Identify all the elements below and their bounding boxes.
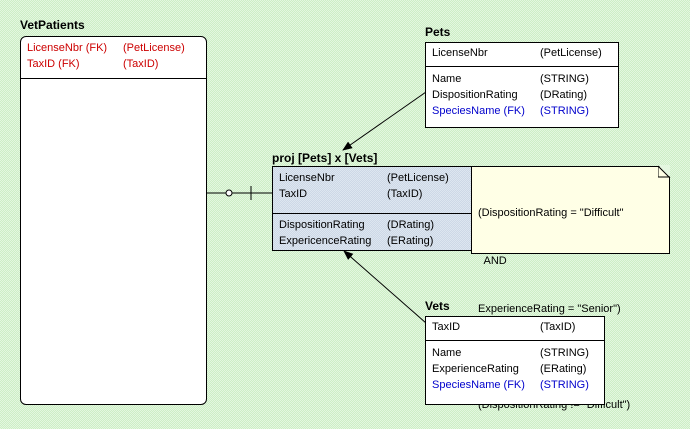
attribute-name: Name	[432, 347, 462, 359]
attribute-type: (PetLicense)	[387, 172, 449, 184]
attribute-name: ExpericenceRating	[279, 235, 372, 247]
attribute-row: LicenseNbr (FK) (PetLicense)	[27, 40, 200, 56]
attribute-row: SpeciesName (FK) (STRING)	[432, 377, 598, 393]
attribute-name: Name	[432, 73, 462, 85]
attribute-type: (TaxID)	[387, 188, 423, 200]
key-section: TaxID (TaxID)	[426, 317, 604, 341]
note-line: AND	[478, 255, 507, 267]
attribute-name: ExperienceRating	[432, 363, 519, 375]
key-section: LicenseNbr (PetLicense) TaxID (TaxID)	[273, 167, 471, 214]
attribute-type: (STRING)	[540, 73, 589, 85]
entity-vets[interactable]: TaxID (TaxID) Name (STRING) ExperienceRa…	[425, 316, 605, 405]
attribute-name: DispositionRating	[432, 89, 518, 101]
attribute-type: (TaxID)	[123, 58, 159, 70]
attribute-row: DispositionRating (DRating)	[432, 87, 612, 103]
note-line: ExperienceRating = "Senior")	[478, 303, 621, 315]
pets-to-proj-arrow	[342, 91, 427, 151]
attribute-name: LicenseNbr	[279, 172, 335, 184]
attribute-row: ExperienceRating (ERating)	[432, 361, 598, 377]
attribute-row: Name (STRING)	[432, 345, 598, 361]
attribute-type: (DRating)	[387, 219, 435, 231]
attribute-row: Name (STRING)	[432, 71, 612, 87]
entity-vetpatients[interactable]: LicenseNbr (FK) (PetLicense) TaxID (FK) …	[20, 36, 207, 405]
attribute-row: TaxID (FK) (TaxID)	[27, 56, 200, 72]
attribute-type: (ERating)	[387, 235, 434, 247]
entity-proj-view[interactable]: LicenseNbr (PetLicense) TaxID (TaxID) Di…	[272, 166, 472, 251]
attribute-section: Name (STRING) DispositionRating (DRating…	[426, 67, 618, 121]
constraint-note[interactable]: (DispositionRating = "Difficult" AND Exp…	[471, 166, 670, 411]
attribute-name: SpeciesName (FK)	[432, 105, 525, 117]
attribute-type: (DRating)	[540, 89, 588, 101]
attribute-row: TaxID (TaxID)	[279, 186, 465, 202]
attribute-type: (STRING)	[540, 347, 589, 359]
attribute-row: DispositionRating (DRating)	[279, 217, 465, 233]
attribute-name: TaxID	[432, 321, 461, 333]
attribute-name: TaxID (FK)	[27, 58, 80, 70]
optional-circle-icon	[225, 189, 233, 197]
attribute-type: (STRING)	[540, 379, 589, 391]
attribute-row: LicenseNbr (PetLicense)	[432, 45, 612, 61]
attribute-type: (STRING)	[540, 105, 589, 117]
attribute-name: LicenseNbr	[432, 47, 488, 59]
entity-title-vetpatients: VetPatients	[20, 18, 85, 32]
vets-to-proj-arrow	[343, 250, 427, 324]
attribute-row: ExpericenceRating (ERating)	[279, 233, 465, 249]
key-section: LicenseNbr (PetLicense)	[426, 43, 618, 67]
attribute-name: DispositionRating	[279, 219, 365, 231]
attribute-type: (ERating)	[540, 363, 587, 375]
entity-title-vets: Vets	[425, 299, 450, 313]
attribute-type: (PetLicense)	[123, 42, 185, 54]
attribute-name: TaxID	[279, 188, 308, 200]
attribute-type: (PetLicense)	[540, 47, 602, 59]
attribute-row: LicenseNbr (PetLicense)	[279, 170, 465, 186]
note-folded-corner-icon	[658, 165, 671, 178]
attribute-section: Name (STRING) ExperienceRating (ERating)…	[426, 341, 604, 395]
attribute-row: TaxID (TaxID)	[432, 319, 598, 335]
entity-title-proj: proj [Pets] x [Vets]	[272, 151, 378, 165]
entity-pets[interactable]: LicenseNbr (PetLicense) Name (STRING) Di…	[425, 42, 619, 128]
attribute-name: SpeciesName (FK)	[432, 379, 525, 391]
attribute-row: SpeciesName (FK) (STRING)	[432, 103, 612, 119]
attribute-name: LicenseNbr (FK)	[27, 42, 108, 54]
attribute-type: (TaxID)	[540, 321, 576, 333]
key-section: LicenseNbr (FK) (PetLicense) TaxID (FK) …	[21, 37, 206, 79]
attribute-section: DispositionRating (DRating) ExpericenceR…	[273, 214, 471, 251]
note-line: (DispositionRating = "Difficult"	[478, 207, 624, 219]
entity-title-pets: Pets	[425, 25, 451, 39]
